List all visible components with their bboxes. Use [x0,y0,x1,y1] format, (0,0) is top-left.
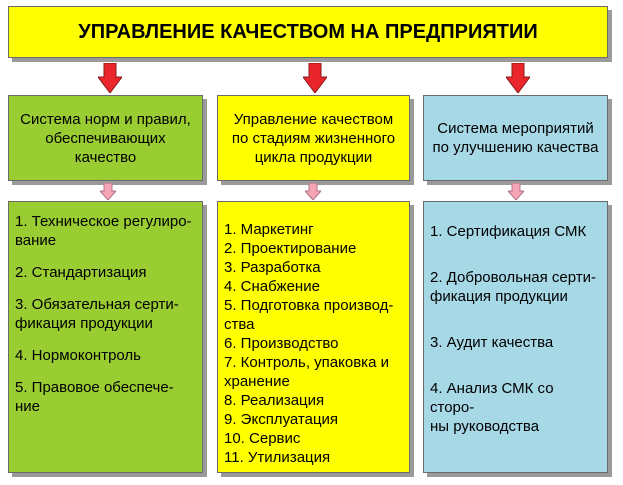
list-item: 1. Техническое регулиро- вание [15,213,192,249]
diagram-title-text: УПРАВЛЕНИЕ КАЧЕСТВОМ НА ПРЕДПРИЯТИИ [78,20,538,43]
list-item: 5. Правовое обеспече- ние [15,379,174,415]
arrow-down-icon [305,183,321,200]
column-header-text: Система норм и правил, обеспечивающих ка… [20,110,191,166]
diagram-title: УПРАВЛЕНИЕ КАЧЕСТВОМ НА ПРЕДПРИЯТИИ [8,6,608,58]
arrow-down-icon [98,63,122,93]
list-item: 6. Производство [224,335,339,352]
column-header-lifecycle: Управление качеством по стадиям жизненно… [217,95,410,181]
list-item: 3. Обязательная серти- фикация продукции [15,296,179,332]
list-item: 8. Реализация [224,392,325,409]
arrow-down-icon [303,63,327,93]
list-item: 4. Снабжение [224,278,320,295]
list-item: 11. Утилизация [224,449,331,466]
list-item: 1. Сертификация СМК [430,223,587,240]
list-item: 7. Контроль, упаковка и хранение [224,354,389,390]
list-lifecycle: 1. Маркетинг 2. Проектирование 3. Разраб… [217,201,410,473]
arrow-down-icon [100,183,116,200]
list-item: 3. Аудит качества [430,334,554,351]
list-item: 4. Нормоконтроль [15,347,141,364]
list-item: 2. Проектирование [224,240,357,257]
list-item: 4. Анализ СМК со сторо- ны руководства [430,380,554,435]
column-header-improvement: Система мероприятий по улучшению качеств… [423,95,608,181]
arrow-down-icon [508,183,524,200]
column-header-text: Система мероприятий по улучшению качеств… [432,120,599,156]
list-item: 2. Стандартизация [15,264,147,281]
list-norms: 1. Техническое регулиро- вание 2. Станда… [8,201,203,473]
list-item: 5. Подготовка производ- ства [224,297,394,333]
column-header-norms: Система норм и правил, обеспечивающих ка… [8,95,203,181]
list-item: 3. Разработка [224,259,321,276]
arrow-down-icon [506,63,530,93]
list-item: 2. Добровольная серти- фикация продукции [430,269,597,305]
list-item: 10. Сервис [224,430,301,447]
column-header-text: Управление качеством по стадиям жизненно… [231,110,396,166]
list-item: 9. Эксплуатация [224,411,339,428]
list-improvement: 1. Сертификация СМК 2. Добровольная серт… [423,201,608,473]
list-item: 1. Маркетинг [224,221,314,238]
